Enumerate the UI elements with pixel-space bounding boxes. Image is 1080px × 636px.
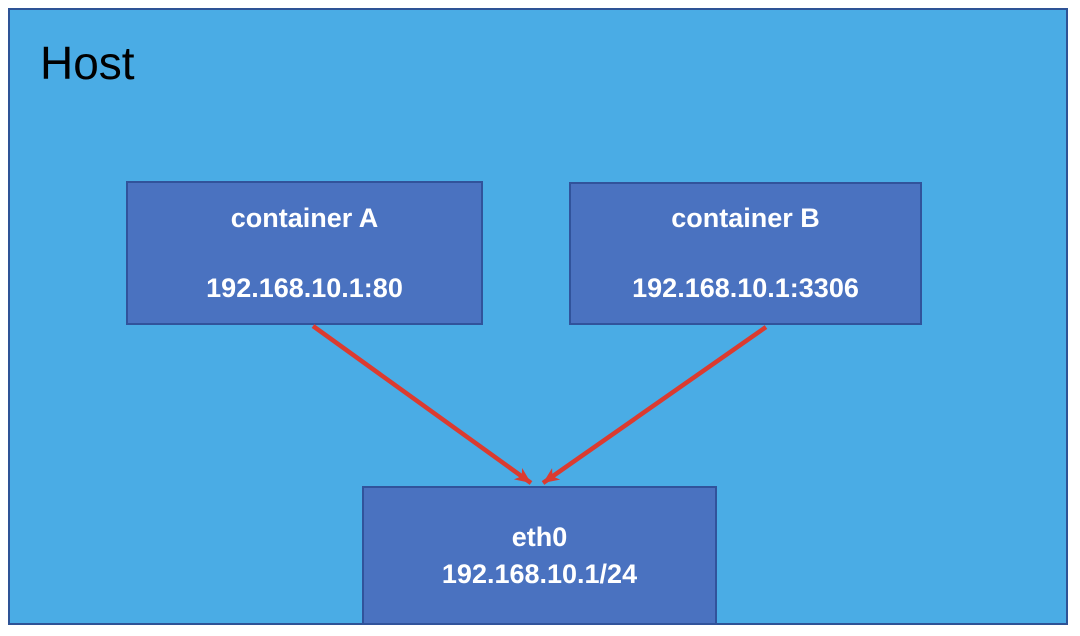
container-b-address: 192.168.10.1:3306 <box>632 272 859 303</box>
node-container-a: container A 192.168.10.1:80 <box>126 181 483 325</box>
eth0-title: eth0 <box>511 521 568 552</box>
node-eth0: eth0 192.168.10.1/24 <box>362 486 717 625</box>
container-b-title: container B <box>671 203 820 234</box>
container-a-title: container A <box>230 202 379 233</box>
host-label: Host <box>40 37 135 89</box>
container-a-address: 192.168.10.1:80 <box>206 272 403 303</box>
node-container-b: container B 192.168.10.1:3306 <box>569 182 922 325</box>
eth0-address: 192.168.10.1/24 <box>441 558 638 589</box>
